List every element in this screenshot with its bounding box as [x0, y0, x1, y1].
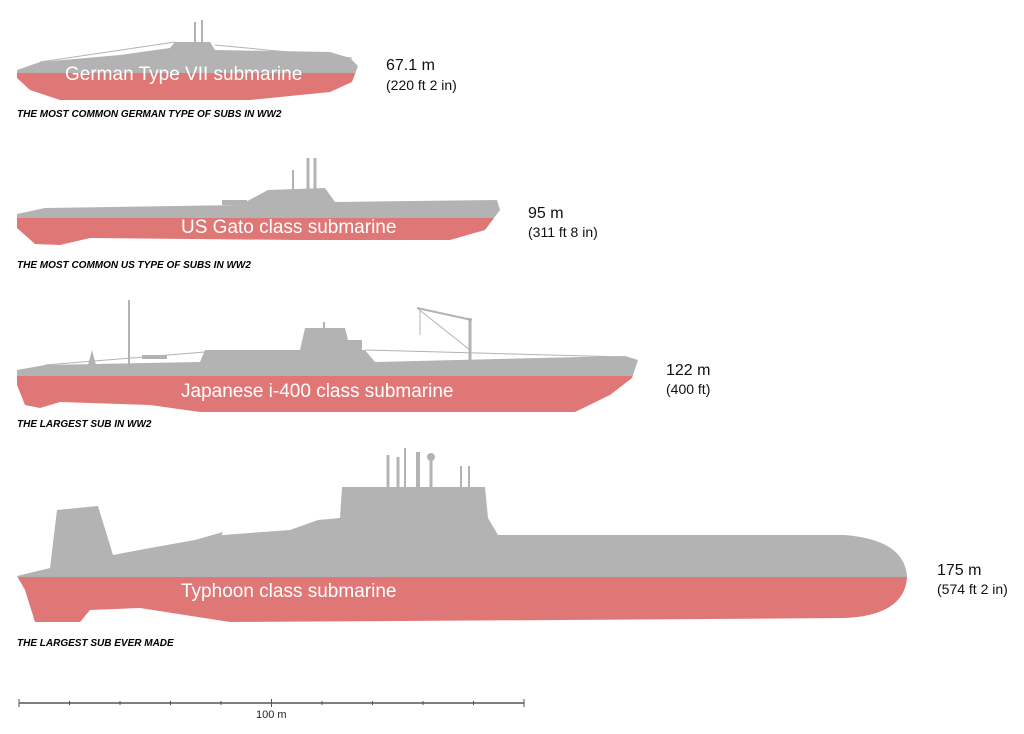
sub-name-us-gato: US Gato class submarine — [181, 217, 397, 238]
length-ft-i-400: (400 ft) — [666, 381, 711, 397]
length-ft-us-gato: (311 ft 8 in) — [528, 224, 598, 240]
length-m-i-400: 122 m — [666, 362, 711, 379]
length-ft-german: (220 ft 2 in) — [386, 77, 457, 93]
scale-bar-label: 100 m — [256, 709, 287, 721]
sub-us-gato — [17, 158, 500, 245]
sub-name-typhoon: Typhoon class submarine — [181, 581, 397, 602]
length-m-us-gato: 95 m — [528, 205, 564, 222]
length-m-german: 67.1 m — [386, 57, 435, 74]
caption-german: THE MOST COMMON GERMAN TYPE OF SUBS IN W… — [17, 109, 282, 120]
sub-german-type-vii — [17, 20, 358, 100]
length-m-typhoon: 175 m — [937, 562, 982, 579]
caption-us-gato: THE MOST COMMON US TYPE OF SUBS IN WW2 — [17, 260, 251, 271]
length-ft-typhoon: (574 ft 2 in) — [937, 581, 1008, 597]
sub-name-i-400: Japanese i-400 class submarine — [181, 381, 454, 402]
caption-typhoon: THE LARGEST SUB EVER MADE — [17, 638, 174, 649]
sub-name-german: German Type VII submarine — [65, 64, 303, 85]
caption-i-400: THE LARGEST SUB IN WW2 — [17, 419, 152, 430]
